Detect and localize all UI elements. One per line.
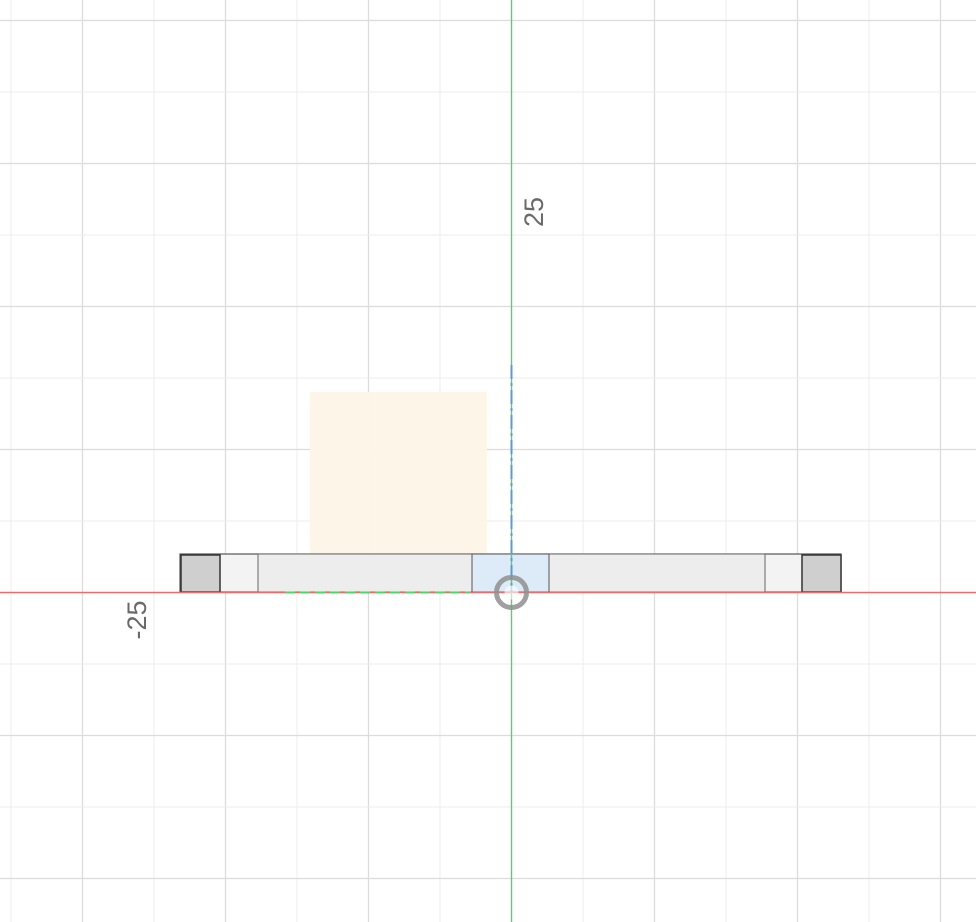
body-inner-segment-right xyxy=(547,553,766,593)
end-block-right[interactable] xyxy=(801,554,842,593)
origin-point-icon[interactable] xyxy=(494,575,529,610)
body-inner-segment-left xyxy=(257,553,473,593)
axis-label-vertical-positive: 25 xyxy=(519,197,549,227)
end-block-left[interactable] xyxy=(180,554,221,593)
sketch-profile-face[interactable] xyxy=(310,392,487,568)
axis-label-horizontal-negative: -25 xyxy=(122,600,152,639)
